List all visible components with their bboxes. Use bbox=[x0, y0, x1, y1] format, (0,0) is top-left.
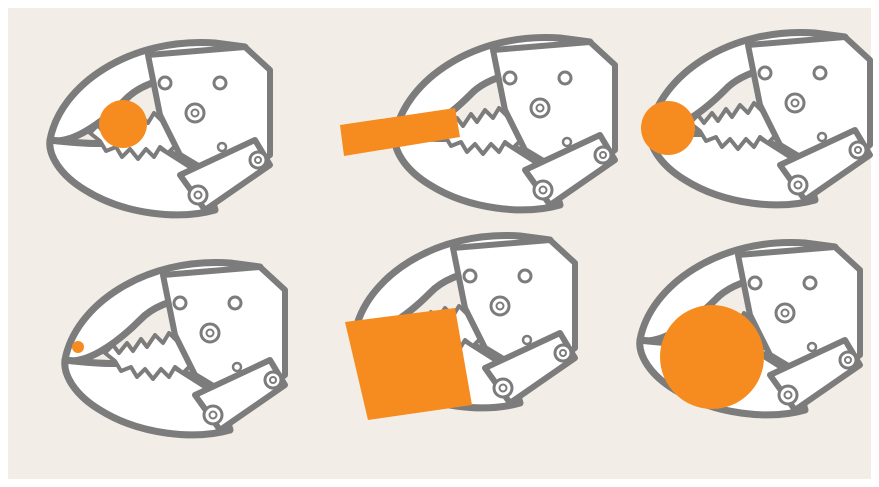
orange-ball bbox=[99, 100, 147, 148]
orange-ball bbox=[641, 101, 695, 155]
orange-dot bbox=[72, 341, 84, 353]
orange-large-ball bbox=[660, 305, 764, 409]
